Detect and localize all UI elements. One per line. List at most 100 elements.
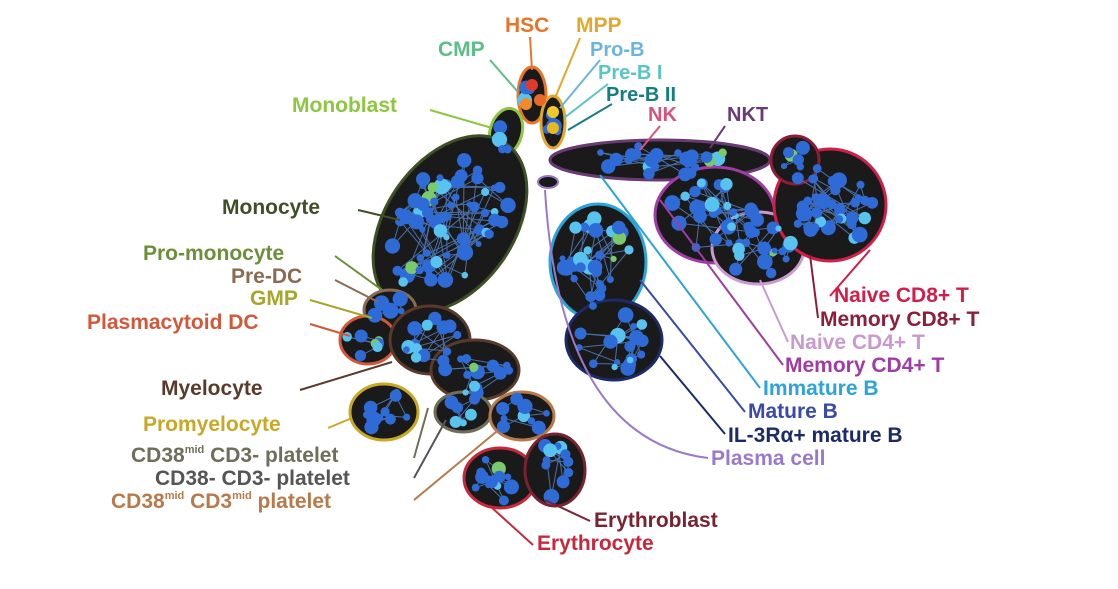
tree-node	[588, 223, 603, 238]
tree-node	[422, 320, 433, 331]
tree-node	[496, 402, 509, 415]
tree-node	[431, 256, 443, 268]
tree-node	[491, 184, 498, 191]
tree-node	[398, 277, 408, 287]
leader-line	[810, 255, 818, 318]
tree-node	[437, 320, 451, 334]
tree-node	[469, 202, 479, 212]
label-gmp: GMP	[250, 287, 298, 310]
tree-node	[631, 149, 642, 160]
tree-node	[779, 247, 787, 255]
tree-node	[504, 479, 519, 494]
leader-line	[560, 60, 600, 108]
tree-node	[569, 222, 581, 234]
tree-node	[532, 421, 546, 435]
label-promyelocyte: Promyelocyte	[143, 413, 281, 436]
label-myelocyte: Myelocyte	[161, 377, 263, 400]
tree-node	[423, 249, 430, 256]
tree-node	[557, 475, 570, 488]
tree-node	[444, 252, 451, 259]
tree-node	[710, 233, 722, 245]
label-il3ra-mature-b: IL-3Rα+ mature B	[728, 424, 903, 447]
tree-node	[434, 224, 447, 237]
tree-node	[607, 276, 614, 283]
tree-node	[465, 409, 477, 421]
tree-node	[487, 360, 500, 373]
tree-node	[729, 208, 737, 216]
tree-node	[376, 414, 384, 422]
label-cmp: CMP	[438, 38, 485, 61]
tree-node	[797, 163, 804, 170]
tree-node	[813, 164, 822, 173]
tree-node	[499, 496, 509, 506]
tree-node	[471, 172, 483, 184]
tree-node	[618, 307, 634, 323]
tree-node	[650, 162, 659, 171]
tree-node	[680, 191, 689, 200]
tree-node	[488, 214, 501, 227]
tree-node	[393, 291, 408, 306]
tree-node	[503, 362, 511, 370]
tree-node	[781, 163, 787, 169]
tree-node	[637, 350, 645, 358]
tree-node	[469, 363, 478, 372]
tree-node	[597, 284, 606, 293]
tree-node	[501, 415, 508, 422]
tree-node	[857, 181, 865, 189]
tree-node	[810, 223, 819, 232]
tree-node	[855, 194, 863, 202]
label-plasmacytoid-dc: Plasmacytoid DC	[87, 311, 259, 334]
label-memory-cd4-t: Memory CD4+ T	[785, 354, 944, 377]
tree-node	[766, 268, 776, 278]
tree-node	[390, 390, 402, 402]
tree-node	[589, 359, 598, 368]
tree-node	[689, 186, 700, 197]
tree-node	[372, 342, 382, 352]
tree-node	[497, 420, 510, 433]
tree-node	[749, 227, 755, 233]
tree-node	[457, 153, 471, 167]
tree-node	[543, 456, 551, 464]
label-mpp: MPP	[576, 14, 622, 37]
label-cd38neg-cd3neg-platelet: CD38- CD3- platelet	[155, 467, 350, 490]
leader-line	[760, 280, 788, 342]
tree-node	[428, 182, 438, 192]
tree-node	[457, 232, 470, 245]
tree-node	[718, 148, 726, 156]
tree-node	[772, 248, 778, 254]
tree-node	[498, 145, 506, 153]
label-erythrocyte: Erythrocyte	[537, 532, 654, 555]
tree-node	[792, 172, 804, 184]
tree-node	[803, 223, 811, 231]
tree-node	[750, 213, 764, 227]
tree-node	[543, 410, 550, 417]
tree-node	[472, 484, 480, 492]
tree-node	[462, 389, 468, 395]
label-naive-cd4-t: Naive CD4+ T	[790, 331, 925, 354]
tree-node	[575, 327, 587, 339]
tree-node	[443, 347, 450, 354]
tree-node	[610, 256, 616, 262]
tree-node	[403, 414, 410, 421]
tree-node	[385, 238, 400, 253]
tree-node	[612, 364, 618, 370]
tree-node	[419, 226, 425, 232]
label-monocyte: Monocyte	[222, 196, 320, 219]
tree-node	[385, 414, 396, 425]
tree-node	[492, 132, 507, 147]
tree-node	[783, 236, 797, 250]
tree-node	[701, 151, 713, 163]
tree-node	[595, 251, 604, 260]
tree-node	[761, 255, 768, 262]
tree-node	[476, 241, 482, 247]
tree-node	[438, 362, 452, 376]
label-pro-monocyte: Pro-monocyte	[143, 242, 284, 265]
label-pre-b-1: Pre-B I	[598, 62, 662, 84]
tree-node	[810, 174, 818, 182]
tree-node	[866, 197, 878, 209]
label-memory-cd8-t: Memory CD8+ T	[820, 308, 979, 331]
tree-node	[563, 457, 573, 467]
tree-node	[374, 295, 389, 310]
tree-node	[355, 329, 368, 342]
